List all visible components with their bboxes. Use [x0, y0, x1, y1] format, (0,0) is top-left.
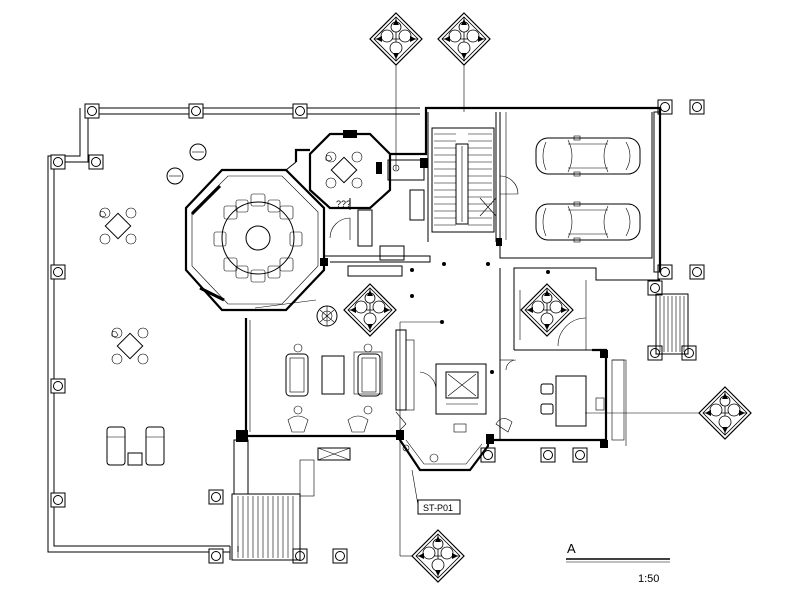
round-dining-table-icon: [213, 193, 303, 283]
index-marker-living: [343, 283, 397, 337]
square-table-with-chairs-icon: [111, 327, 149, 365]
column-icon: [188, 103, 204, 119]
column-icon: [540, 447, 556, 463]
square-table-with-chairs-icon: [99, 207, 137, 245]
dining-wall-markers: [166, 143, 207, 185]
living-room: [254, 299, 415, 461]
column-icon: [88, 154, 104, 170]
staircase: [431, 127, 519, 233]
lounge-chairs: [106, 426, 165, 466]
st-tag: ST-P01: [411, 469, 461, 515]
index-marker-top-left: [369, 12, 423, 170]
index-marker-hall: [520, 283, 574, 337]
column-icon: [50, 154, 66, 170]
index-marker-right: [585, 386, 752, 440]
diamond-index-marker-icon: [698, 386, 752, 440]
steps-right: [611, 293, 689, 441]
diamond-index-marker-icon: [520, 283, 574, 337]
car-icon: [535, 201, 641, 243]
column-icon: [572, 447, 588, 463]
tag-label: ST-P01: [423, 503, 453, 513]
column-icon: [689, 264, 705, 280]
column-icon: [84, 103, 100, 119]
column-icon: [208, 548, 224, 564]
diamond-index-marker-icon: [437, 12, 491, 66]
kitchen: [329, 159, 425, 261]
terrace-furniture: [99, 207, 165, 466]
diamond-index-marker-icon: [369, 12, 423, 66]
column-icon: [50, 492, 66, 508]
scale-label: 1:50: [638, 573, 659, 585]
column-icon: [292, 103, 308, 119]
room-note: ???: [336, 199, 351, 209]
index-marker-top-right: [437, 12, 491, 112]
house-walls: [236, 106, 662, 472]
diamond-index-marker-icon: [343, 283, 397, 337]
dining-room: [166, 143, 326, 312]
breakfast-nook: ???: [308, 130, 392, 210]
column-icon: [647, 280, 663, 296]
fixture-dots: [410, 262, 550, 374]
elevator-hall: [402, 363, 487, 463]
section-label: A: [567, 541, 576, 556]
column-icon: [50, 264, 66, 280]
square-table-with-chairs-icon: [325, 151, 363, 189]
section-title: A 1:50: [566, 541, 670, 585]
index-marker-bottom: [399, 321, 465, 583]
steps-bottom-left: [231, 439, 315, 561]
column-icon: [208, 489, 224, 505]
car-icon: [535, 135, 641, 177]
column-icon: [480, 447, 496, 463]
garage: [499, 111, 661, 273]
column-icon: [332, 548, 348, 564]
column-icon: [689, 99, 705, 115]
column-icon: [50, 378, 66, 394]
diamond-index-marker-icon: [411, 529, 465, 583]
